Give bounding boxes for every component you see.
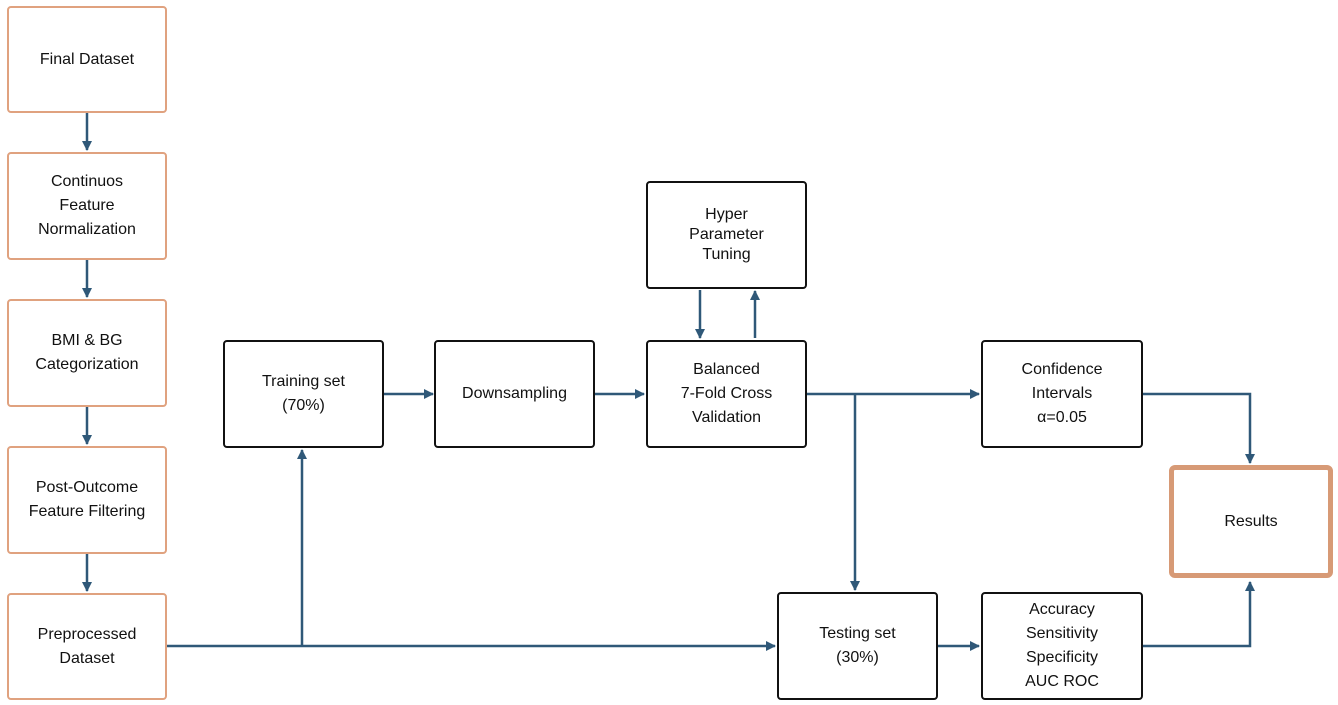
cross-validation-line-3: Validation	[691, 409, 762, 426]
categorization-line-1: BMI & BG	[51, 332, 123, 349]
cross-validation-line-1: Balanced	[693, 361, 760, 378]
cross-validation-box: Balanced 7-Fold Cross Validation	[646, 340, 807, 448]
cross-validation-line-2: 7-Fold Cross	[680, 385, 773, 402]
categorization-line-2: Categorization	[35, 356, 139, 373]
training-set-box: Training set (70%)	[223, 340, 384, 448]
downsampling-box: Downsampling	[434, 340, 595, 448]
preprocessed-line-2: Dataset	[59, 649, 115, 667]
final-dataset-line-1: Final Dataset	[39, 50, 135, 68]
confidence-line-3: α=0.05	[1037, 409, 1087, 426]
normalization-line-3: Normalization	[38, 221, 136, 238]
testing-set-box: Testing set (30%)	[777, 592, 938, 700]
confidence-line-1: Confidence	[1021, 361, 1103, 378]
metrics-line-3: Specificity	[1025, 649, 1099, 666]
metrics-box: Accuracy Sensitivity Specificity AUC ROC	[981, 592, 1143, 700]
training-line-1: Training set	[262, 373, 345, 390]
filtering-line-2: Feature Filtering	[28, 503, 146, 520]
categorization-box: BMI & BG Categorization	[7, 299, 167, 407]
confidence-line-2: Intervals	[1031, 385, 1093, 402]
normalization-box: Continuos Feature Normalization	[7, 152, 167, 260]
preprocessed-line-1: Preprocessed	[37, 625, 137, 643]
metrics-line-4: AUC ROC	[1025, 673, 1099, 690]
final-dataset-box: Final Dataset	[7, 6, 167, 113]
metrics-line-1: Accuracy	[1029, 601, 1095, 618]
hyper-line-1: Hyper	[705, 206, 748, 223]
normalization-line-1: Continuos	[50, 173, 124, 190]
preprocessed-dataset-box: Preprocessed Dataset	[7, 593, 167, 700]
arrow-confidence-to-results	[1143, 392, 1255, 464]
filtering-box: Post-Outcome Feature Filtering	[7, 446, 167, 554]
metrics-line-2: Sensitivity	[1025, 625, 1099, 642]
normalization-line-2: Feature	[59, 197, 115, 214]
testing-line-1: Testing set	[819, 625, 896, 642]
results-box: Results	[1169, 465, 1333, 578]
arrow-metrics-to-results	[1143, 581, 1255, 648]
filtering-line-1: Post-Outcome	[35, 479, 139, 496]
hyper-line-2: Parameter	[689, 226, 764, 243]
results-line-1: Results	[1224, 512, 1278, 530]
training-line-2: (70%)	[282, 397, 325, 414]
downsampling-line-1: Downsampling	[462, 385, 567, 402]
hyper-parameter-box: Hyper Parameter Tuning	[646, 181, 807, 289]
hyper-line-3: Tuning	[702, 246, 751, 263]
confidence-intervals-box: Confidence Intervals α=0.05	[981, 340, 1143, 448]
testing-line-2: (30%)	[836, 649, 879, 666]
